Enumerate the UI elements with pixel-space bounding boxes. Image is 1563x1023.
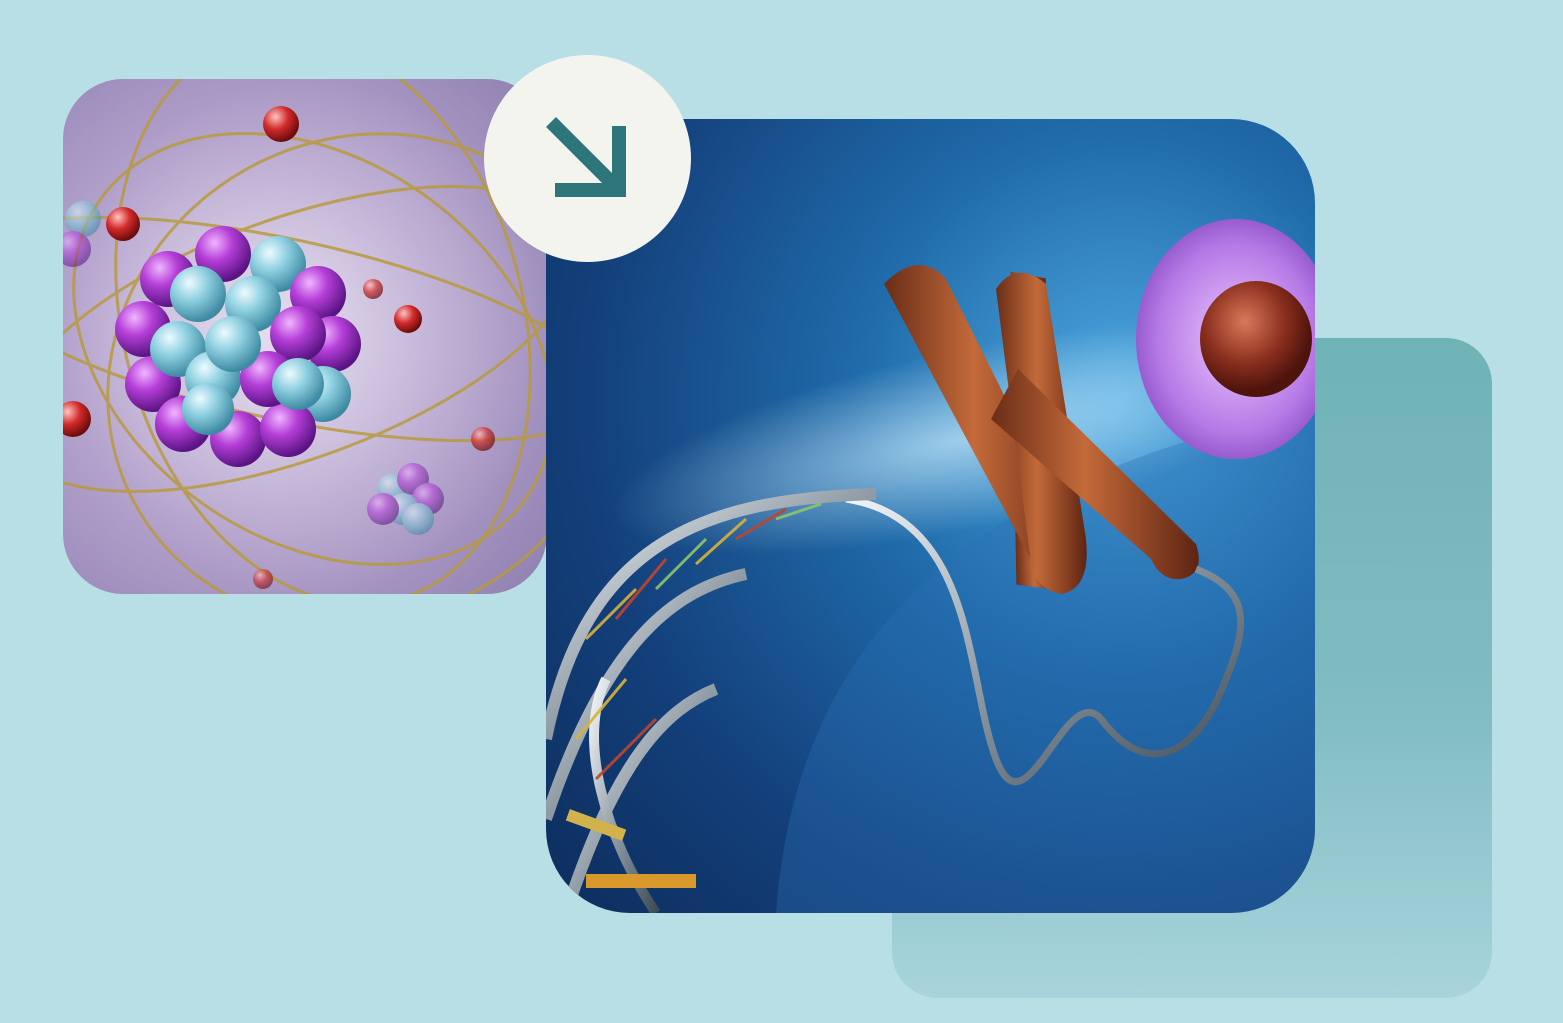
dna-helix bbox=[546, 488, 877, 913]
electron bbox=[394, 305, 422, 333]
arrow-badge bbox=[484, 55, 691, 262]
arrow-down-right-icon bbox=[545, 116, 626, 197]
atom-image-card bbox=[63, 79, 547, 594]
electron bbox=[263, 106, 299, 142]
cell-nucleus bbox=[1200, 281, 1312, 397]
electron bbox=[63, 401, 91, 437]
electron bbox=[106, 207, 140, 241]
dna-image-card bbox=[546, 119, 1315, 913]
nucleus bbox=[115, 226, 361, 467]
dna-strand bbox=[845, 495, 1245, 786]
dna-chromosome-illustration bbox=[546, 219, 1315, 913]
atom-illustration bbox=[63, 79, 547, 594]
